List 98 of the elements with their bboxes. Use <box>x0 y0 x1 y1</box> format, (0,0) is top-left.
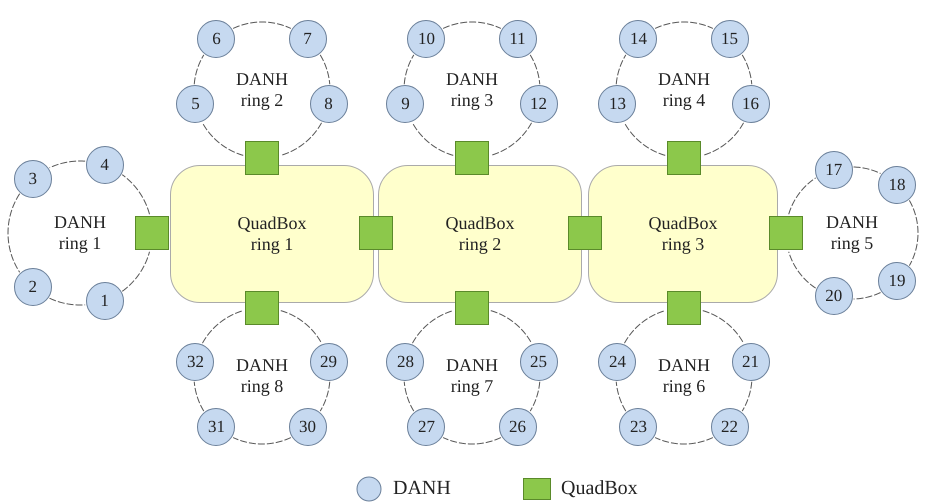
danh-node: 12 <box>520 85 558 124</box>
danh-node: 10 <box>407 20 446 58</box>
danh-node: 22 <box>710 408 748 446</box>
ring-link <box>490 122 532 156</box>
ring-link <box>624 122 666 156</box>
ring-link <box>232 437 292 444</box>
ring-link <box>702 310 744 344</box>
danh-node: 3 <box>14 160 52 198</box>
danh-node: 26 <box>498 408 536 446</box>
ring-link <box>624 310 666 344</box>
danh-node: 4 <box>86 146 124 184</box>
danh-node: 30 <box>288 408 326 446</box>
quadbox-square <box>455 141 489 175</box>
ring-link <box>490 310 532 344</box>
ring-label: DANH ring 2 <box>231 67 293 113</box>
ring-link <box>48 160 86 168</box>
ring-link <box>320 54 330 85</box>
ring-label: DANH ring 6 <box>653 353 715 399</box>
danh-node: 1 <box>86 282 124 320</box>
ring-link <box>280 122 322 156</box>
ring-label: DANH ring 7 <box>441 353 503 399</box>
ring-link <box>194 381 204 412</box>
quadbox-block <box>378 165 582 303</box>
ring-link <box>122 174 150 215</box>
ring-link <box>654 437 714 444</box>
quadbox-square <box>455 291 489 325</box>
quadbox-square <box>667 291 701 325</box>
danh-node: 20 <box>814 277 853 316</box>
danh-node: 9 <box>386 85 424 124</box>
ring-link <box>654 22 714 29</box>
ring-link <box>442 437 502 444</box>
danh-node: 21 <box>732 342 770 381</box>
ring-label: DANH ring 1 <box>49 210 111 256</box>
quadbox-label: QuadBox ring 2 <box>444 213 516 255</box>
ring-link <box>412 122 454 156</box>
danh-node: 15 <box>710 20 748 58</box>
legend-label: DANH <box>393 477 451 500</box>
ring-link <box>530 381 540 412</box>
quadbox-label: QuadBox ring 3 <box>648 213 718 255</box>
ring-link <box>404 381 414 412</box>
danh-node: 5 <box>176 85 214 124</box>
quadbox-block <box>588 165 778 303</box>
ring-link <box>280 310 322 344</box>
quadbox-square <box>667 141 701 175</box>
quadbox-square <box>245 291 279 325</box>
ring-link <box>202 122 244 156</box>
danh-node: 29 <box>310 342 348 381</box>
danh-node: 6 <box>197 20 236 58</box>
danh-node: 11 <box>498 20 536 58</box>
danh-node: 18 <box>878 166 916 204</box>
ring-link <box>788 177 816 215</box>
danh-node: 27 <box>407 408 446 446</box>
ring-link <box>788 251 816 289</box>
quadbox-block <box>170 165 374 303</box>
ring-link <box>853 292 882 300</box>
danh-node: 32 <box>176 342 214 381</box>
danh-node: 17 <box>814 150 853 189</box>
ring-link <box>8 193 20 273</box>
ring-label: DANH ring 3 <box>441 67 503 113</box>
ring-label: DANH ring 8 <box>231 353 293 399</box>
ring-link <box>908 200 918 266</box>
danh-node: 7 <box>288 20 326 58</box>
ring-link <box>742 381 752 412</box>
danh-node: 19 <box>878 262 916 300</box>
ring-label: DANH ring 5 <box>821 210 883 256</box>
ring-link <box>48 298 86 306</box>
quadbox-label: QuadBox ring 1 <box>236 213 308 255</box>
quadbox-square <box>769 216 803 250</box>
danh-node: 14 <box>619 20 658 58</box>
ring-link <box>202 310 244 344</box>
danh-node: 28 <box>386 342 424 381</box>
ring-link <box>616 54 626 85</box>
ring-link <box>702 122 744 156</box>
danh-node: 23 <box>619 408 658 446</box>
ring-link <box>412 310 454 344</box>
ring-link <box>742 54 752 85</box>
ring-link <box>122 251 150 292</box>
ring-link <box>194 54 204 85</box>
danh-node: 24 <box>598 342 636 381</box>
ring-link <box>442 22 502 29</box>
ring-link <box>320 381 330 412</box>
ring-link <box>232 22 292 29</box>
ring-link <box>530 54 540 85</box>
danh-node: 2 <box>14 268 52 306</box>
danh-node: 25 <box>520 342 558 381</box>
ring-label: DANH ring 4 <box>653 67 715 113</box>
legend-label: QuadBox <box>561 477 638 500</box>
quadbox-square <box>568 216 602 250</box>
danh-node: 16 <box>732 85 770 124</box>
danh-node: 8 <box>310 85 348 124</box>
quadbox-square <box>135 216 169 250</box>
quadbox-square <box>245 141 279 175</box>
ring-link <box>853 166 882 174</box>
ring-link <box>616 381 626 412</box>
ring-link <box>404 54 414 85</box>
danh-node: 31 <box>197 408 236 446</box>
danh-node: 13 <box>598 85 636 124</box>
quadbox-square <box>359 216 393 250</box>
